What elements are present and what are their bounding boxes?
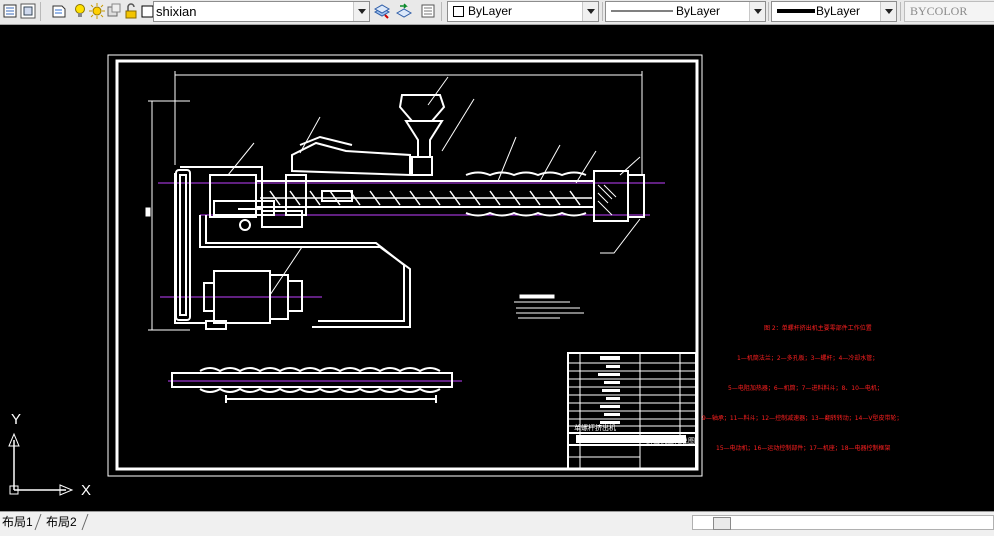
- drawing-canvas[interactable]: 单螺杆挤出机 挤出机工作总图 图 2：单螺杆挤出机主要零部件工作位置 1—机筒法…: [0, 25, 994, 511]
- title-block-fills: [576, 356, 686, 443]
- screw-thread: [260, 190, 592, 206]
- lineweight-value: ByLayer: [816, 4, 861, 18]
- layer-name: shixian: [156, 4, 197, 19]
- color-value: ByLayer: [468, 4, 513, 18]
- properties-toolbar: shixian ByLayer ByLayer ByLayer BYCOLOR: [0, 0, 994, 25]
- color-swatch-icon: [453, 6, 464, 17]
- lineweight-control-dropdown[interactable]: ByLayer: [771, 1, 897, 22]
- gear-drive: [209, 174, 353, 231]
- chevron-down-icon[interactable]: [353, 2, 369, 21]
- layout-tab-bar: 布局1 布局2: [0, 511, 994, 536]
- note-line-2: 5—电阻加热器；6—机筒；7—进料料斗；8、10—电机；: [728, 385, 883, 392]
- tab-separator-icon: [81, 513, 89, 531]
- lineweight-sample-icon: [777, 9, 815, 13]
- title-block-machine-name: 单螺杆挤出机: [574, 424, 616, 432]
- tab-separator-icon: [34, 513, 42, 531]
- plotstyle-control-dropdown[interactable]: BYCOLOR: [904, 1, 994, 22]
- layer-dropdown[interactable]: shixian: [153, 1, 370, 22]
- hopper: [398, 94, 446, 176]
- bulb-on-icon[interactable]: [71, 2, 89, 20]
- note-figure-title: 图 2：单螺杆挤出机主要零部件工作位置: [764, 325, 872, 332]
- ucs-x-label: X: [81, 482, 92, 499]
- sheet-outer-border: [107, 54, 703, 477]
- ucs-y-label: Y: [11, 411, 22, 428]
- barrel-end-hatch: [597, 184, 617, 216]
- centerlines: [158, 182, 665, 382]
- spec-notes: [514, 294, 584, 319]
- chevron-down-icon[interactable]: [880, 2, 896, 21]
- sheet-inner-border: [115, 59, 699, 471]
- barrel: [255, 135, 645, 222]
- scrollbar-thumb[interactable]: [713, 517, 731, 530]
- leader-lines: [227, 76, 641, 296]
- unlock-icon[interactable]: [122, 2, 140, 20]
- machine-base: [174, 166, 411, 328]
- layer-properties-manager-icon[interactable]: [50, 2, 68, 20]
- motor: [203, 270, 303, 330]
- ucs-icon: [8, 432, 74, 496]
- layer-freeze-icon[interactable]: [19, 2, 37, 20]
- linetype-value: ByLayer: [676, 4, 721, 18]
- layer-states-icon[interactable]: [1, 2, 19, 20]
- note-line-4: 15—电动机；16—运动控制部件；17—机座；18—电器控制框架: [716, 445, 891, 452]
- viewport-freeze-icon[interactable]: [105, 2, 123, 20]
- dimension-lines: [145, 71, 643, 331]
- drawing-svg: [107, 54, 703, 477]
- note-line-3: 9—轴承；11—料斗；12—控制减速器；13—翻转转动；14—V型皮带轮；: [702, 415, 903, 422]
- tab-layout1[interactable]: 布局1: [2, 515, 33, 529]
- title-block-drawing-name: 挤出机工作总图: [646, 437, 695, 445]
- layer-isolate-icon[interactable]: [419, 2, 437, 20]
- plotstyle-value: BYCOLOR: [910, 4, 968, 18]
- screw-detail: [171, 367, 453, 403]
- linetype-control-dropdown[interactable]: ByLayer: [605, 1, 766, 22]
- title-block: [567, 352, 697, 470]
- chevron-down-icon[interactable]: [749, 2, 765, 21]
- make-current-layer-icon[interactable]: [373, 2, 391, 20]
- sun-thaw-icon[interactable]: [88, 2, 106, 20]
- tab-layout2[interactable]: 布局2: [46, 515, 77, 529]
- color-control-dropdown[interactable]: ByLayer: [447, 1, 599, 22]
- layer-previous-icon[interactable]: [395, 2, 413, 20]
- note-line-1: 1—机筒法兰；2—多孔板；3—螺杆；4—冷却水管；: [737, 355, 879, 362]
- linetype-sample-icon: [611, 10, 673, 12]
- horizontal-scrollbar[interactable]: [692, 515, 994, 530]
- chevron-down-icon[interactable]: [582, 2, 598, 21]
